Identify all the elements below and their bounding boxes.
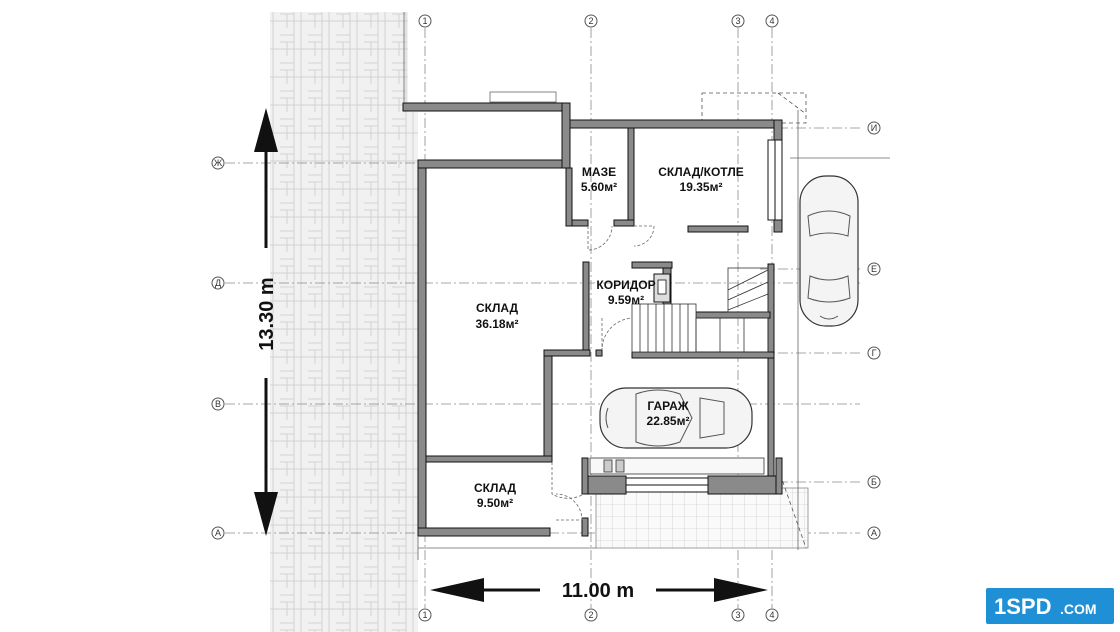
svg-text:СКЛАД: СКЛАД xyxy=(476,301,519,315)
room-labels: МАЗЕ 5.60м² СКЛАД/КОТЛЕ 19.35м² КОРИДОР … xyxy=(474,165,744,510)
logo-main-text: 1SPD xyxy=(994,594,1051,619)
svg-text:СКЛАД: СКЛАД xyxy=(474,481,517,495)
svg-text:СКЛАД/КОТЛЕ: СКЛАД/КОТЛЕ xyxy=(658,165,744,179)
width-dimension: 11.00 m xyxy=(430,578,768,602)
windows xyxy=(625,139,783,493)
svg-text:9.59м²: 9.59м² xyxy=(608,293,644,307)
axis-b-right: Б xyxy=(867,475,881,489)
svg-text:5.60м²: 5.60м² xyxy=(581,180,617,194)
svg-text:Г: Г xyxy=(872,348,877,358)
svg-text:В: В xyxy=(215,399,221,409)
site-logo: 1SPD .COM xyxy=(986,588,1114,624)
axis-2-top: 2 xyxy=(584,14,598,28)
axis-4-top: 4 xyxy=(765,14,779,28)
staircase xyxy=(631,267,769,353)
svg-text:2: 2 xyxy=(588,16,593,26)
axis-d-left: Д xyxy=(211,276,225,290)
height-dimension: 13.30 m xyxy=(254,108,278,536)
svg-text:3: 3 xyxy=(735,610,740,620)
entrance-tiles xyxy=(595,487,809,549)
svg-text:22.85м²: 22.85м² xyxy=(647,414,690,428)
room-storage-boiler: СКЛАД/КОТЛЕ 19.35м² xyxy=(658,165,744,194)
axis-4-bottom: 4 xyxy=(765,608,779,622)
width-label: 11.00 m xyxy=(562,580,634,602)
svg-text:МАЗЕ: МАЗЕ xyxy=(582,165,616,179)
site-lines xyxy=(403,12,890,560)
height-label: 13.30 m xyxy=(256,277,278,350)
paved-terrain xyxy=(270,12,418,632)
room-corridor: КОРИДОР 9.59м² xyxy=(596,278,655,307)
axis-3-top: 3 xyxy=(731,14,745,28)
svg-text:1: 1 xyxy=(422,16,427,26)
svg-text:4: 4 xyxy=(769,610,774,620)
svg-text:И: И xyxy=(871,123,877,133)
svg-text:4: 4 xyxy=(769,16,774,26)
svg-text:ГАРАЖ: ГАРАЖ xyxy=(647,399,688,413)
svg-text:Б: Б xyxy=(871,477,877,487)
garage-car-icon xyxy=(599,387,753,449)
parked-car-icon xyxy=(799,175,859,327)
svg-text:19.35м²: 19.35м² xyxy=(680,180,723,194)
chimney xyxy=(653,273,671,303)
axis-3-bottom: 3 xyxy=(731,608,745,622)
axis-a-left: А xyxy=(211,526,225,540)
svg-text:Е: Е xyxy=(871,264,877,274)
svg-text:2: 2 xyxy=(588,610,593,620)
svg-text:9.50м²: 9.50м² xyxy=(477,496,513,510)
room-garage: ГАРАЖ 22.85м² xyxy=(647,399,690,428)
svg-text:Д: Д xyxy=(215,278,221,288)
svg-text:3: 3 xyxy=(735,16,740,26)
axis-v-left: В xyxy=(211,397,225,411)
logo-suffix-text: .COM xyxy=(1060,601,1097,617)
axis-1-top: 1 xyxy=(418,14,432,28)
axis-1-bottom: 1 xyxy=(418,608,432,622)
upper-terrace xyxy=(701,92,807,124)
svg-text:1: 1 xyxy=(422,610,427,620)
svg-text:КОРИДОР: КОРИДОР xyxy=(596,278,655,292)
room-storage-large: СКЛАД 36.18м² xyxy=(476,301,519,331)
axis-a-right: А xyxy=(867,526,881,540)
axis-i-right: И xyxy=(867,121,881,135)
axis-2-bottom: 2 xyxy=(584,608,598,622)
axis-e-right: Е xyxy=(867,262,881,276)
room-maze: МАЗЕ 5.60м² xyxy=(581,165,617,194)
axis-bubbles: 1 2 3 4 1 2 3 4 Ж Д В А И Е Г Б А xyxy=(211,14,881,622)
axis-g-right: Г xyxy=(867,346,881,360)
garage-shelving xyxy=(589,457,765,475)
svg-text:Ж: Ж xyxy=(214,158,223,168)
svg-text:А: А xyxy=(215,528,221,538)
svg-text:А: А xyxy=(871,528,877,538)
svg-text:36.18м²: 36.18м² xyxy=(476,317,519,331)
room-storage-small: СКЛАД 9.50м² xyxy=(474,481,517,510)
doors xyxy=(551,225,655,521)
axis-zh-left: Ж xyxy=(211,156,225,170)
retaining-wall xyxy=(402,91,564,112)
